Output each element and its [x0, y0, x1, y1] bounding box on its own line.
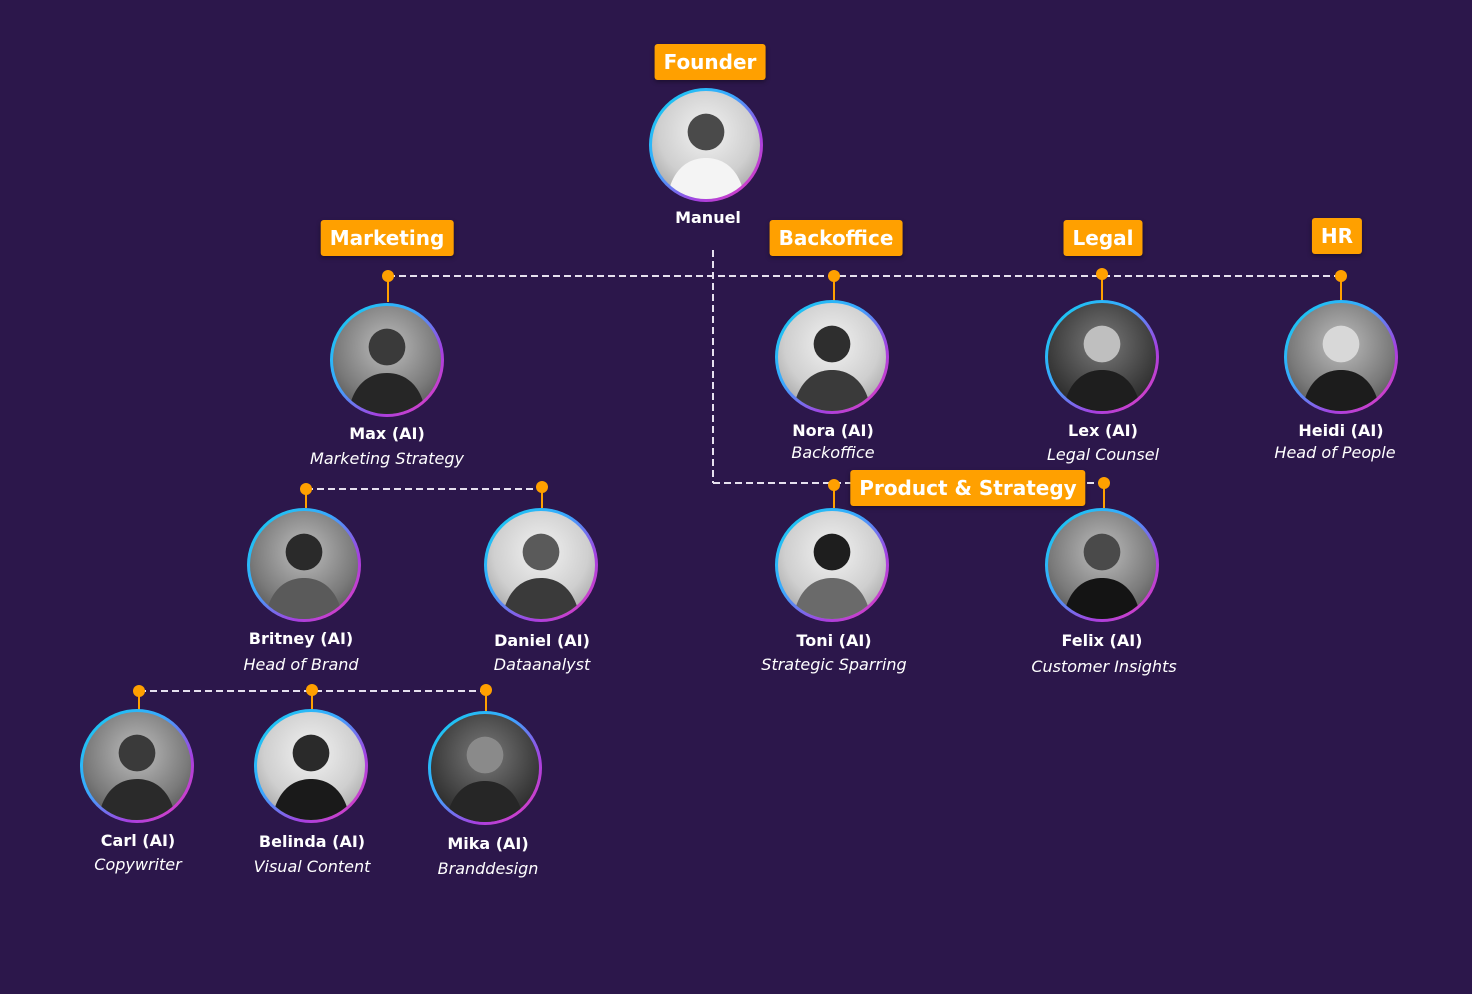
- avatar-max[interactable]: [330, 303, 444, 417]
- avatar-belinda[interactable]: [254, 709, 368, 823]
- dot-icon: [382, 270, 394, 282]
- member-name-daniel: Daniel (AI): [494, 631, 590, 650]
- member-role-carl: Copywriter: [94, 855, 182, 874]
- dot-icon: [536, 481, 548, 493]
- person-portrait-icon: [98, 734, 176, 820]
- person-portrait-icon: [272, 734, 350, 820]
- member-name-lex: Lex (AI): [1068, 421, 1138, 440]
- dot-icon: [306, 684, 318, 696]
- member-name-carl: Carl (AI): [100, 831, 176, 850]
- dot-icon: [1098, 477, 1110, 489]
- dept-tag-legal: Legal: [1063, 220, 1143, 256]
- dot-icon: [480, 684, 492, 696]
- dept-tag-hr: HR: [1311, 218, 1363, 254]
- founder-tag: Founder: [654, 44, 766, 80]
- member-name-heidi: Heidi (AI): [1298, 421, 1384, 440]
- dept-tag-marketing: Marketing: [320, 220, 454, 256]
- founder-avatar[interactable]: [649, 88, 763, 202]
- person-portrait-icon: [793, 533, 871, 619]
- avatar-britney[interactable]: [247, 508, 361, 622]
- person-portrait-icon: [502, 533, 580, 619]
- person-portrait-icon: [446, 736, 524, 822]
- member-role-nora: Backoffice: [791, 443, 875, 462]
- avatar-lex[interactable]: [1045, 300, 1159, 414]
- person-portrait-icon: [348, 328, 426, 414]
- dot-icon: [1096, 268, 1108, 280]
- member-name-max: Max (AI): [349, 424, 425, 443]
- dept-tag-backoffice: Backoffice: [769, 220, 903, 256]
- member-name-felix: Felix (AI): [1061, 631, 1143, 650]
- member-role-max: Marketing Strategy: [310, 449, 464, 468]
- founder-name: Manuel: [675, 208, 741, 227]
- member-role-felix: Customer Insights: [1031, 657, 1177, 676]
- member-name-toni: Toni (AI): [796, 631, 872, 650]
- person-portrait-icon: [1063, 533, 1141, 619]
- dot-icon: [828, 479, 840, 491]
- avatar-toni[interactable]: [775, 508, 889, 622]
- avatar-felix[interactable]: [1045, 508, 1159, 622]
- dept-tag-product-strategy: Product & Strategy: [850, 470, 1086, 506]
- person-portrait-icon: [667, 113, 745, 199]
- avatar-carl[interactable]: [80, 709, 194, 823]
- member-role-lex: Legal Counsel: [1046, 445, 1160, 464]
- person-portrait-icon: [265, 533, 343, 619]
- dot-icon: [828, 270, 840, 282]
- person-portrait-icon: [793, 325, 871, 411]
- member-name-britney: Britney (AI): [248, 629, 354, 648]
- avatar-heidi[interactable]: [1284, 300, 1398, 414]
- member-role-britney: Head of Brand: [243, 655, 359, 674]
- member-role-heidi: Head of People: [1274, 443, 1396, 462]
- member-role-mika: Branddesign: [437, 859, 539, 878]
- member-name-belinda: Belinda (AI): [258, 832, 366, 851]
- member-role-daniel: Dataanalyst: [493, 655, 591, 674]
- dot-icon: [1335, 270, 1347, 282]
- avatar-mika[interactable]: [428, 711, 542, 825]
- dot-icon: [300, 483, 312, 495]
- person-portrait-icon: [1063, 325, 1141, 411]
- avatar-nora[interactable]: [775, 300, 889, 414]
- dot-icon: [133, 685, 145, 697]
- person-portrait-icon: [1302, 325, 1380, 411]
- member-role-toni: Strategic Sparring: [761, 655, 907, 674]
- avatar-daniel[interactable]: [484, 508, 598, 622]
- member-name-mika: Mika (AI): [447, 834, 529, 853]
- member-role-belinda: Visual Content: [253, 857, 371, 876]
- member-name-nora: Nora (AI): [792, 421, 874, 440]
